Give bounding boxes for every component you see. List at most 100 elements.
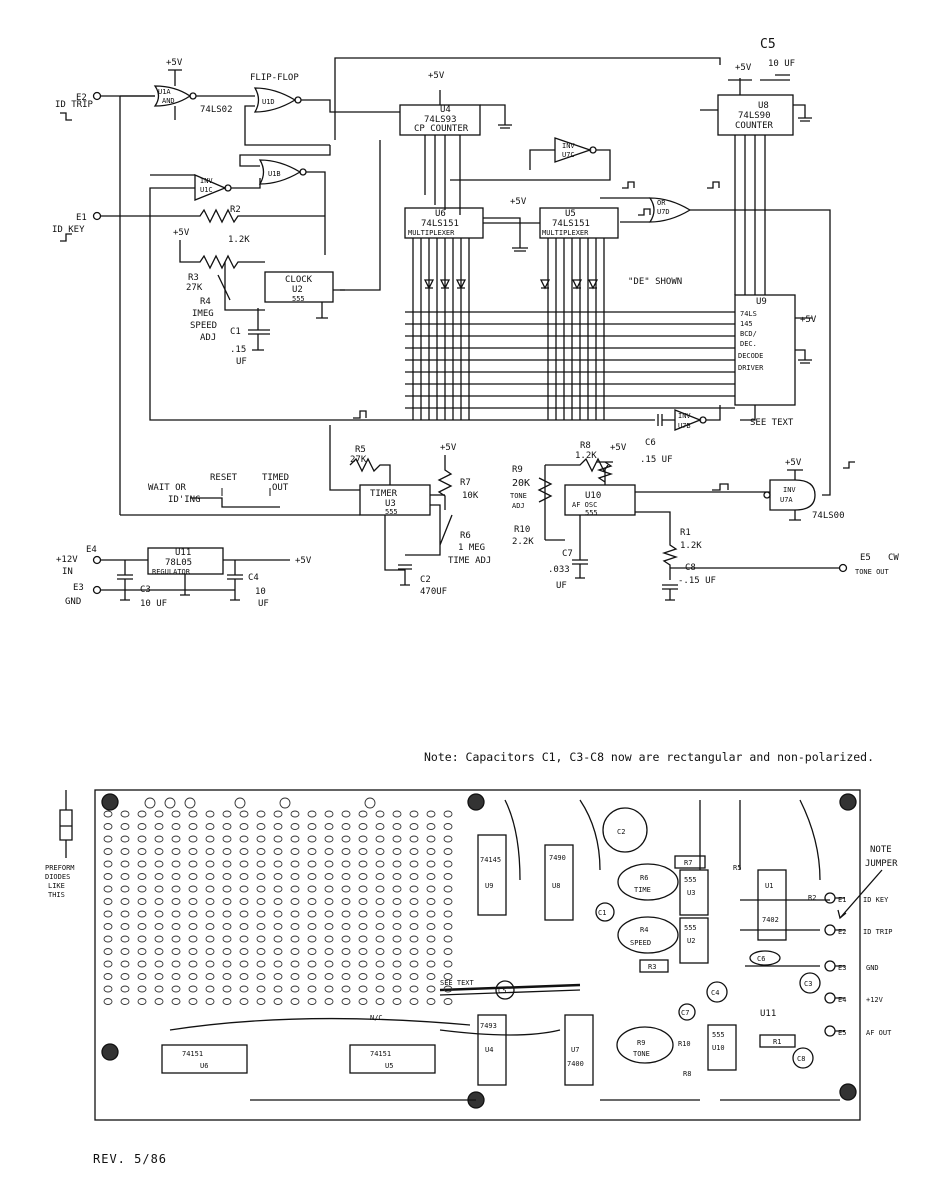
u4-part: 74LS93 <box>424 115 457 125</box>
u9-l1: 74LS <box>740 310 757 318</box>
chip-u3 <box>359 484 431 516</box>
pcb-c4: C4 <box>711 989 719 997</box>
pcb-u9-part: 74145 <box>480 856 501 864</box>
r1-id: R1 <box>680 528 691 538</box>
pcb-u8-id: U8 <box>552 882 560 890</box>
c8-id: C8 <box>685 563 696 573</box>
pad-e2-label: ID TRIP <box>863 928 893 936</box>
c3-id: C3 <box>140 585 151 595</box>
u5-func: MULTIPLEXER <box>542 229 589 237</box>
u11-name: U11 <box>175 548 191 558</box>
e2-label: ID TRIP <box>55 100 94 110</box>
pcb-r8: R8 <box>683 1070 691 1078</box>
pcb-see-text: SEE TEXT <box>440 979 475 987</box>
note-jumper-1: NOTE <box>870 845 892 855</box>
e2-id: E2 <box>76 93 87 103</box>
pcb-chip-u4 <box>477 1014 507 1086</box>
pcb-chip-u2 <box>679 917 709 964</box>
pcb-u4-part: 7493 <box>480 1022 497 1030</box>
r10-id: R10 <box>514 525 530 535</box>
pcb-c6: C6 <box>757 955 765 963</box>
u3-name: U3 <box>385 499 396 509</box>
r8-value: 1.2K <box>575 451 597 461</box>
e5-label1: CW <box>888 553 899 563</box>
pcb-chip-u1 <box>757 869 787 941</box>
pcb-c8: C8 <box>797 1055 805 1063</box>
u1c-func: INV <box>200 177 213 185</box>
u9-l2: 145 <box>740 320 753 328</box>
e3-id: E3 <box>73 583 84 593</box>
r5-id: R5 <box>355 445 366 455</box>
pcb-chip-u5 <box>349 1044 436 1074</box>
pcb-c7: C7 <box>681 1009 689 1017</box>
e1-id: E1 <box>76 213 87 223</box>
u6-func: MULTIPLEXER <box>408 229 455 237</box>
pcb-u8-part: 7490 <box>549 854 566 862</box>
see-text: SEE TEXT <box>750 418 794 428</box>
c5-id: C5 <box>760 37 776 52</box>
pcb-chip-u10 <box>707 1024 737 1071</box>
supply-r3: +5V <box>173 228 190 238</box>
pcb-c3: C3 <box>804 980 812 988</box>
pad-e4-id: E4 <box>838 996 846 1004</box>
gate-u1b <box>258 159 302 185</box>
u1c-name: U1C <box>200 186 213 194</box>
c6-value: .15 UF <box>640 455 673 465</box>
u2-func: CLOCK <box>285 275 313 285</box>
pad-e2-id: E2 <box>838 928 846 936</box>
pcb-chip-u7 <box>564 1014 594 1086</box>
e5-id: E5 <box>860 553 871 563</box>
pcb-chip-u8 <box>544 844 574 921</box>
c4-l1: 10 <box>255 587 266 597</box>
c8-value: -.15 UF <box>678 576 716 586</box>
pcb-r4-id: R4 <box>640 926 648 934</box>
e4-label1: +12V <box>56 555 78 565</box>
pad-e4-label: +12V <box>866 996 884 1004</box>
pcb-r1: R1 <box>773 1038 781 1046</box>
pcb-outline <box>94 789 861 1121</box>
pcb-c2: C2 <box>617 828 625 836</box>
r6-value: 1 MEG <box>458 543 485 553</box>
c1-value: .15 <box>230 345 246 355</box>
pcb-r4 <box>617 916 679 954</box>
pcb-chip-u3 <box>679 869 709 916</box>
wait-label: WAIT OR <box>148 483 187 493</box>
u4-func: CP COUNTER <box>414 124 469 134</box>
revision-label: REV. 5/86 <box>93 1152 168 1166</box>
u1a-name: U1A <box>158 88 171 96</box>
chip-u10 <box>564 484 636 516</box>
u1d-title: FLIP-FLOP <box>250 73 299 83</box>
gate-u7a <box>769 479 816 511</box>
pad-e3-label: GND <box>866 964 879 972</box>
pcb-u6-id: U6 <box>200 1062 208 1070</box>
c1-unit: UF <box>236 357 247 367</box>
pcb-u6-part: 74151 <box>182 1050 203 1058</box>
supply-u8: +5V <box>735 63 752 73</box>
r7-value: 10K <box>462 491 479 501</box>
e5-label2: TONE OUT <box>855 568 890 576</box>
pcb-chip-u6 <box>161 1044 248 1074</box>
u7a-func: INV <box>783 486 796 494</box>
e3-label: GND <box>65 597 81 607</box>
u10-part: 555 <box>585 509 598 517</box>
u7d-name: U7D <box>657 208 670 216</box>
u7a-part: 74LS00 <box>812 511 845 521</box>
pcb-u5-part: 74151 <box>370 1050 391 1058</box>
u7b-name: U7B <box>678 422 691 430</box>
u8-part: 74LS90 <box>738 111 771 121</box>
gate-u1d <box>253 87 297 113</box>
pcb-r6-l1: TIME <box>634 886 651 894</box>
pcb-r4-l1: SPEED <box>630 939 651 947</box>
e1-label: ID KEY <box>52 225 85 235</box>
u4-name: U4 <box>440 105 451 115</box>
u9-l3: BCD/ <box>740 330 757 338</box>
u8-func: COUNTER <box>735 121 774 131</box>
r3-value: 27K <box>186 283 203 293</box>
preform-4: THIS <box>48 891 65 899</box>
c6-id: C6 <box>645 438 656 448</box>
r8-id: R8 <box>580 441 591 451</box>
pcb-u4-id: U4 <box>485 1046 493 1054</box>
r4-l1: SPEED <box>190 321 217 331</box>
c1-id: C1 <box>230 327 241 337</box>
r9-value: 20K <box>512 478 530 489</box>
